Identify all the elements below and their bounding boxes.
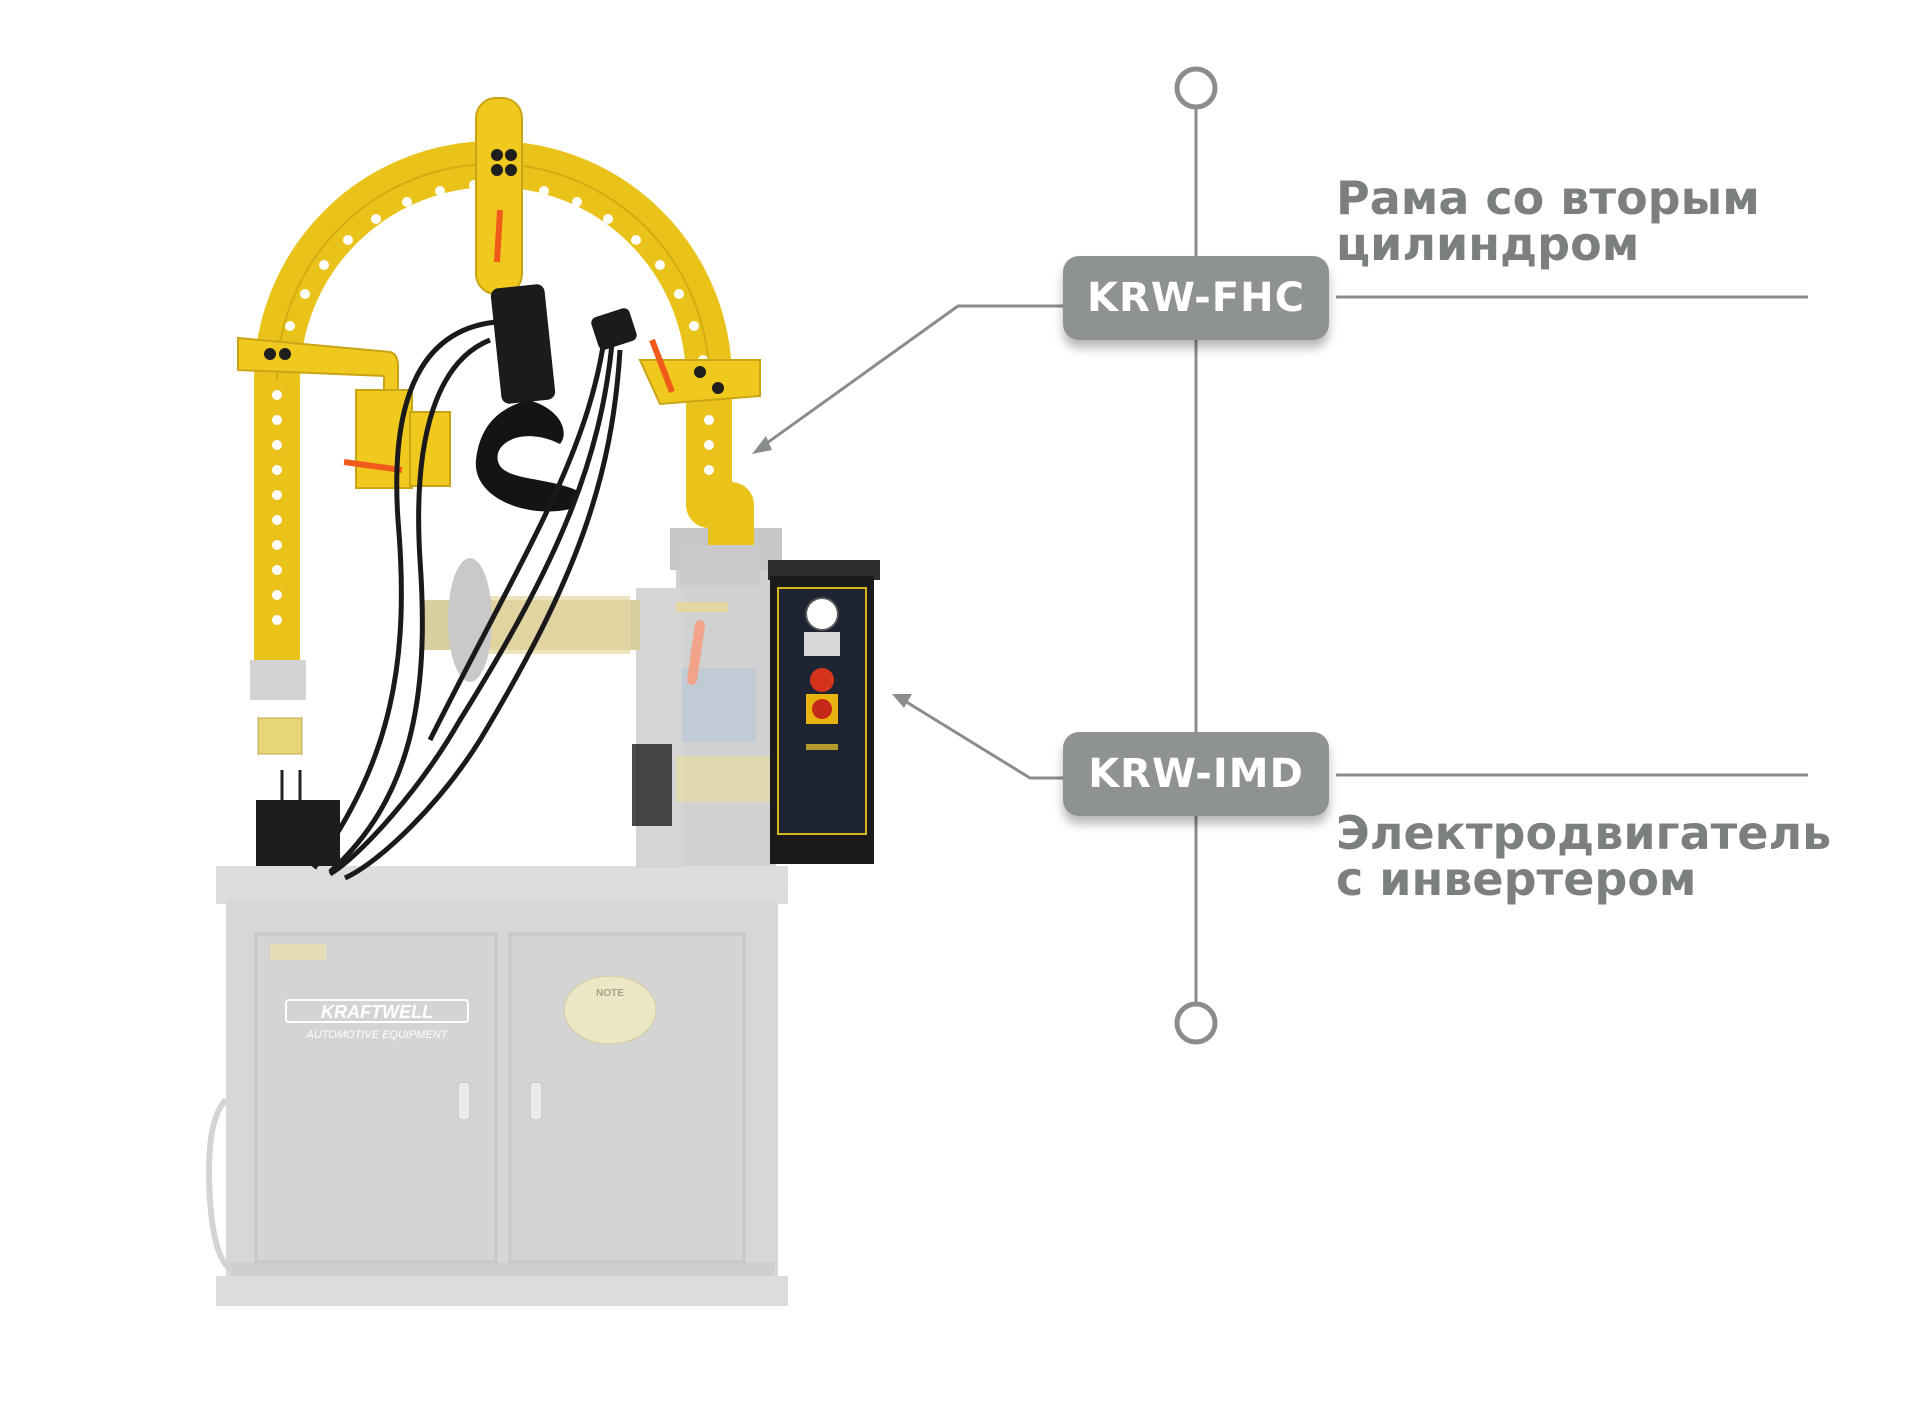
caption-line: Электродвигатель bbox=[1336, 806, 1832, 860]
note-label: NOTE bbox=[596, 988, 624, 999]
hydraulic-cylinder bbox=[475, 284, 637, 512]
timeline-top-node bbox=[1174, 66, 1218, 110]
callout-caption-imd: Электродвигатель с инвертером bbox=[1336, 810, 1831, 902]
callout-badge-fhc: KRW-FHC bbox=[1063, 256, 1329, 340]
timeline-endpoints bbox=[1174, 66, 1218, 1045]
hydraulic-hoses bbox=[311, 319, 623, 881]
brand-logo: KRAFTWELL bbox=[321, 1002, 433, 1022]
valve-block bbox=[256, 717, 340, 866]
callout-badge-imd: KRW-IMD bbox=[1063, 732, 1329, 816]
callout-caption-fhc: Рама со вторым цилиндром bbox=[1336, 175, 1760, 267]
caption-line: Рама со вторым bbox=[1336, 171, 1760, 225]
arrow-to-panel-icon bbox=[892, 694, 912, 708]
callout-lines bbox=[759, 104, 1808, 1002]
timeline-bottom-node bbox=[1174, 1001, 1218, 1045]
caption-line: цилиндром bbox=[1336, 217, 1640, 271]
arrow-to-frame-icon bbox=[752, 436, 772, 454]
brand-sub: AUTOMOTIVE EQUIPMENT bbox=[306, 1029, 449, 1041]
caption-line: с инвертером bbox=[1336, 852, 1697, 906]
base-cabinet: NOTE KRAFTWELL AUTOMOTIVE EQUIPMENT bbox=[206, 866, 788, 1306]
control-panel bbox=[768, 560, 880, 864]
arrow-heads bbox=[752, 436, 912, 708]
